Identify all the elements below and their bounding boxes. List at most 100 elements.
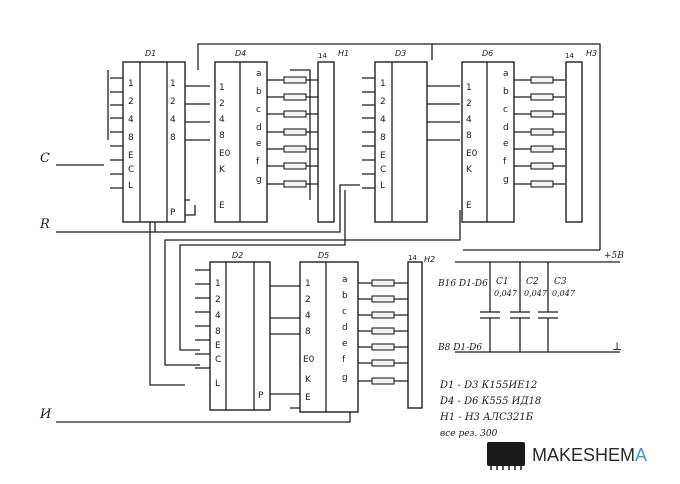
svg-text:1: 1 — [219, 83, 225, 93]
indicator-h1: H1 14 — [317, 49, 349, 223]
parts-legend: D1 - D3 К155ИЕ12 D4 - D6 К555 ИД18 H1 - … — [439, 380, 541, 439]
svg-text:D2: D2 — [232, 251, 243, 260]
svg-text:4: 4 — [219, 115, 225, 125]
svg-text:D6: D6 — [482, 49, 493, 58]
svg-text:E: E — [466, 201, 472, 211]
svg-text:C2: C2 — [526, 277, 539, 287]
bus-wires — [56, 43, 620, 423]
svg-text:1: 1 — [380, 79, 386, 89]
svg-text:4: 4 — [170, 115, 176, 125]
svg-text:8: 8 — [128, 133, 134, 143]
svg-text:K: K — [305, 375, 312, 385]
capacitor-bank: C1 0,047 C2 0,047 C3 0,047 — [480, 262, 576, 352]
svg-text:8: 8 — [170, 133, 176, 143]
svg-text:MAKESHEMA: MAKESHEMA — [532, 445, 647, 465]
svg-text:1: 1 — [170, 79, 176, 89]
indicator-h3: H3 14 — [565, 49, 597, 223]
svg-text:14: 14 — [408, 254, 417, 262]
svg-text:C: C — [128, 165, 134, 175]
svg-text:4: 4 — [215, 311, 221, 321]
svg-text:C1: C1 — [496, 277, 509, 287]
svg-text:g: g — [342, 373, 348, 383]
svg-text:4: 4 — [466, 115, 472, 125]
svg-text:8: 8 — [305, 327, 311, 337]
svg-text:1: 1 — [215, 279, 221, 289]
svg-text:b: b — [503, 87, 509, 97]
svg-text:E0: E0 — [466, 149, 478, 159]
svg-text:e: e — [503, 139, 509, 149]
svg-text:c: c — [503, 105, 508, 115]
svg-text:8: 8 — [215, 327, 221, 337]
svg-text:E: E — [215, 341, 221, 351]
chip-d2: D2 1 2 4 8 E C L P — [195, 251, 300, 411]
svg-text:8: 8 — [466, 131, 472, 141]
plus5-label: +5В — [604, 251, 624, 261]
svg-text:1: 1 — [466, 83, 472, 93]
svg-text:K: K — [466, 165, 473, 175]
svg-text:f: f — [342, 355, 346, 365]
svg-text:1: 1 — [128, 79, 134, 89]
svg-text:8: 8 — [380, 133, 386, 143]
svg-text:a: a — [503, 69, 509, 79]
svg-text:a: a — [256, 69, 262, 79]
svg-text:L: L — [128, 181, 133, 191]
svg-text:H2: H2 — [424, 255, 435, 264]
svg-text:2: 2 — [215, 295, 221, 305]
svg-text:2: 2 — [305, 295, 311, 305]
svg-text:E: E — [219, 201, 225, 211]
chip-d6: D6 1 2 4 8 E0 K E a b c d e f g — [461, 49, 515, 223]
svg-text:4: 4 — [305, 311, 311, 321]
svg-text:2: 2 — [128, 97, 134, 107]
svg-text:g: g — [503, 175, 509, 185]
svg-text:1: 1 — [305, 279, 311, 289]
svg-text:H1 - H3 АЛС321Б: H1 - H3 АЛС321Б — [439, 412, 534, 423]
svg-text:H1: H1 — [338, 49, 349, 58]
svg-text:c: c — [342, 307, 347, 317]
chip-d4: D4 1 2 4 8 E0 K E a b c d e f g — [214, 49, 268, 223]
svg-text:H3: H3 — [586, 49, 597, 58]
resistors-d5 — [358, 279, 408, 385]
svg-text:D5: D5 — [318, 251, 329, 260]
svg-text:d: d — [342, 323, 348, 333]
svg-text:2: 2 — [466, 99, 472, 109]
input-r-label: R — [39, 217, 50, 232]
svg-text:b: b — [256, 87, 262, 97]
svg-text:f: f — [503, 157, 507, 167]
svg-text:c: c — [256, 105, 261, 115]
chip-d1: D1 1 2 4 8 E C L P 1 2 4 8 — [110, 49, 210, 223]
indicator-h2: H2 14 — [407, 254, 435, 409]
svg-text:C3: C3 — [554, 277, 567, 287]
svg-text:f: f — [256, 157, 260, 167]
resistors-d6 — [514, 76, 565, 188]
svg-text:P: P — [170, 208, 176, 218]
ground-symbol: ⊥ — [612, 340, 622, 353]
signal-labels: C R И +5В ⊥ В16 D1-D6 В8 D1-D6 — [39, 151, 624, 422]
pin8-label: В8 D1-D6 — [437, 343, 482, 353]
input-c-label: C — [40, 151, 50, 166]
svg-text:E0: E0 — [219, 149, 231, 159]
svg-text:2: 2 — [219, 99, 225, 109]
resistors-d4 — [267, 76, 318, 188]
svg-text:E: E — [305, 393, 311, 403]
chip-logo-icon — [487, 442, 525, 466]
svg-text:K: K — [219, 165, 226, 175]
svg-text:E: E — [128, 151, 134, 161]
svg-text:E0: E0 — [303, 355, 315, 365]
chip-d3: D3 1 2 4 8 E C L — [362, 49, 460, 223]
svg-text:2: 2 — [170, 97, 176, 107]
svg-text:L: L — [380, 181, 385, 191]
svg-text:E: E — [380, 151, 386, 161]
svg-text:4: 4 — [380, 115, 386, 125]
svg-text:C: C — [380, 165, 386, 175]
svg-text:D4 - D6 К555 ИД18: D4 - D6 К555 ИД18 — [439, 396, 541, 407]
svg-text:e: e — [342, 339, 348, 349]
svg-text:a: a — [342, 275, 348, 285]
brand-logo: MAKESHEMA — [487, 442, 647, 470]
svg-text:L: L — [215, 379, 220, 389]
svg-text:D3: D3 — [395, 49, 406, 58]
svg-text:14: 14 — [565, 52, 574, 60]
svg-text:0,047: 0,047 — [524, 289, 548, 298]
svg-text:D4: D4 — [235, 49, 246, 58]
svg-text:D1 - D3 К155ИЕ12: D1 - D3 К155ИЕ12 — [439, 380, 537, 391]
